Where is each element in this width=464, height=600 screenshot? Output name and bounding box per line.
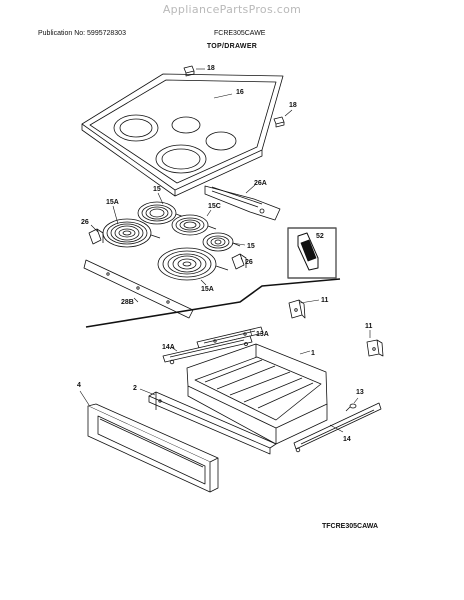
callout-2: 2 (133, 385, 137, 392)
surface-element-15a-bottom (157, 247, 229, 281)
diagram-code: TFCRE305CAWA (322, 523, 379, 530)
callout-11-upper: 11 (321, 297, 329, 304)
screw (345, 403, 357, 412)
trim-strip (83, 259, 194, 319)
callout-15-top: 15 (153, 186, 161, 193)
separator-line (85, 278, 341, 328)
callout-26-left: 26 (81, 219, 89, 226)
callout-28b: 28B (121, 299, 134, 306)
callout-14a: 14A (162, 344, 175, 351)
element-support-right (231, 253, 247, 270)
callout-15-right: 15 (247, 243, 255, 250)
watermark: AppliancePartsPros.com (162, 3, 302, 16)
surface-element-15c (171, 214, 217, 236)
callout-18-top: 18 (207, 65, 215, 72)
callout-13: 13 (356, 389, 364, 396)
callout-16: 16 (236, 89, 244, 96)
drawer-body (186, 343, 328, 445)
callout-26a: 26A (254, 180, 267, 187)
side-bracket-upper (288, 299, 306, 319)
surface-element-15-top (137, 201, 185, 225)
drawer-front-panel (87, 403, 219, 493)
wire-harness (204, 185, 281, 221)
drawer-slide-13a (196, 326, 264, 349)
bracket-top-right (273, 116, 285, 128)
callout-11-lower: 11 (365, 323, 373, 330)
drawer-back-panel (148, 391, 277, 455)
callout-18-right: 18 (289, 102, 297, 109)
drawer-slide-14a (162, 335, 253, 365)
callout-13a: 13A (256, 331, 269, 338)
cooktop-glass-top (81, 73, 284, 197)
callout-26-right: 26 (245, 259, 253, 266)
callout-15a-left: 15A (106, 199, 119, 206)
callout-15a-bottom: 15A (201, 286, 214, 293)
callout-4: 4 (77, 382, 81, 389)
surface-element-15a-left (102, 218, 161, 248)
callout-14: 14 (343, 436, 351, 443)
part-52 (287, 227, 337, 279)
section-title: TOP/DRAWER (206, 43, 258, 50)
model-number: FCRE305CAWE (214, 30, 266, 37)
publication-number: Publication No: 5995728303 (38, 30, 126, 37)
element-support-left (88, 228, 104, 245)
callout-52: 52 (316, 233, 324, 240)
drawer-slide-14 (293, 402, 382, 453)
side-bracket-lower (366, 339, 384, 357)
callout-15c: 15C (208, 203, 221, 210)
bracket-top-left (183, 65, 195, 77)
callout-1: 1 (311, 350, 315, 357)
surface-element-15-right (202, 232, 241, 252)
